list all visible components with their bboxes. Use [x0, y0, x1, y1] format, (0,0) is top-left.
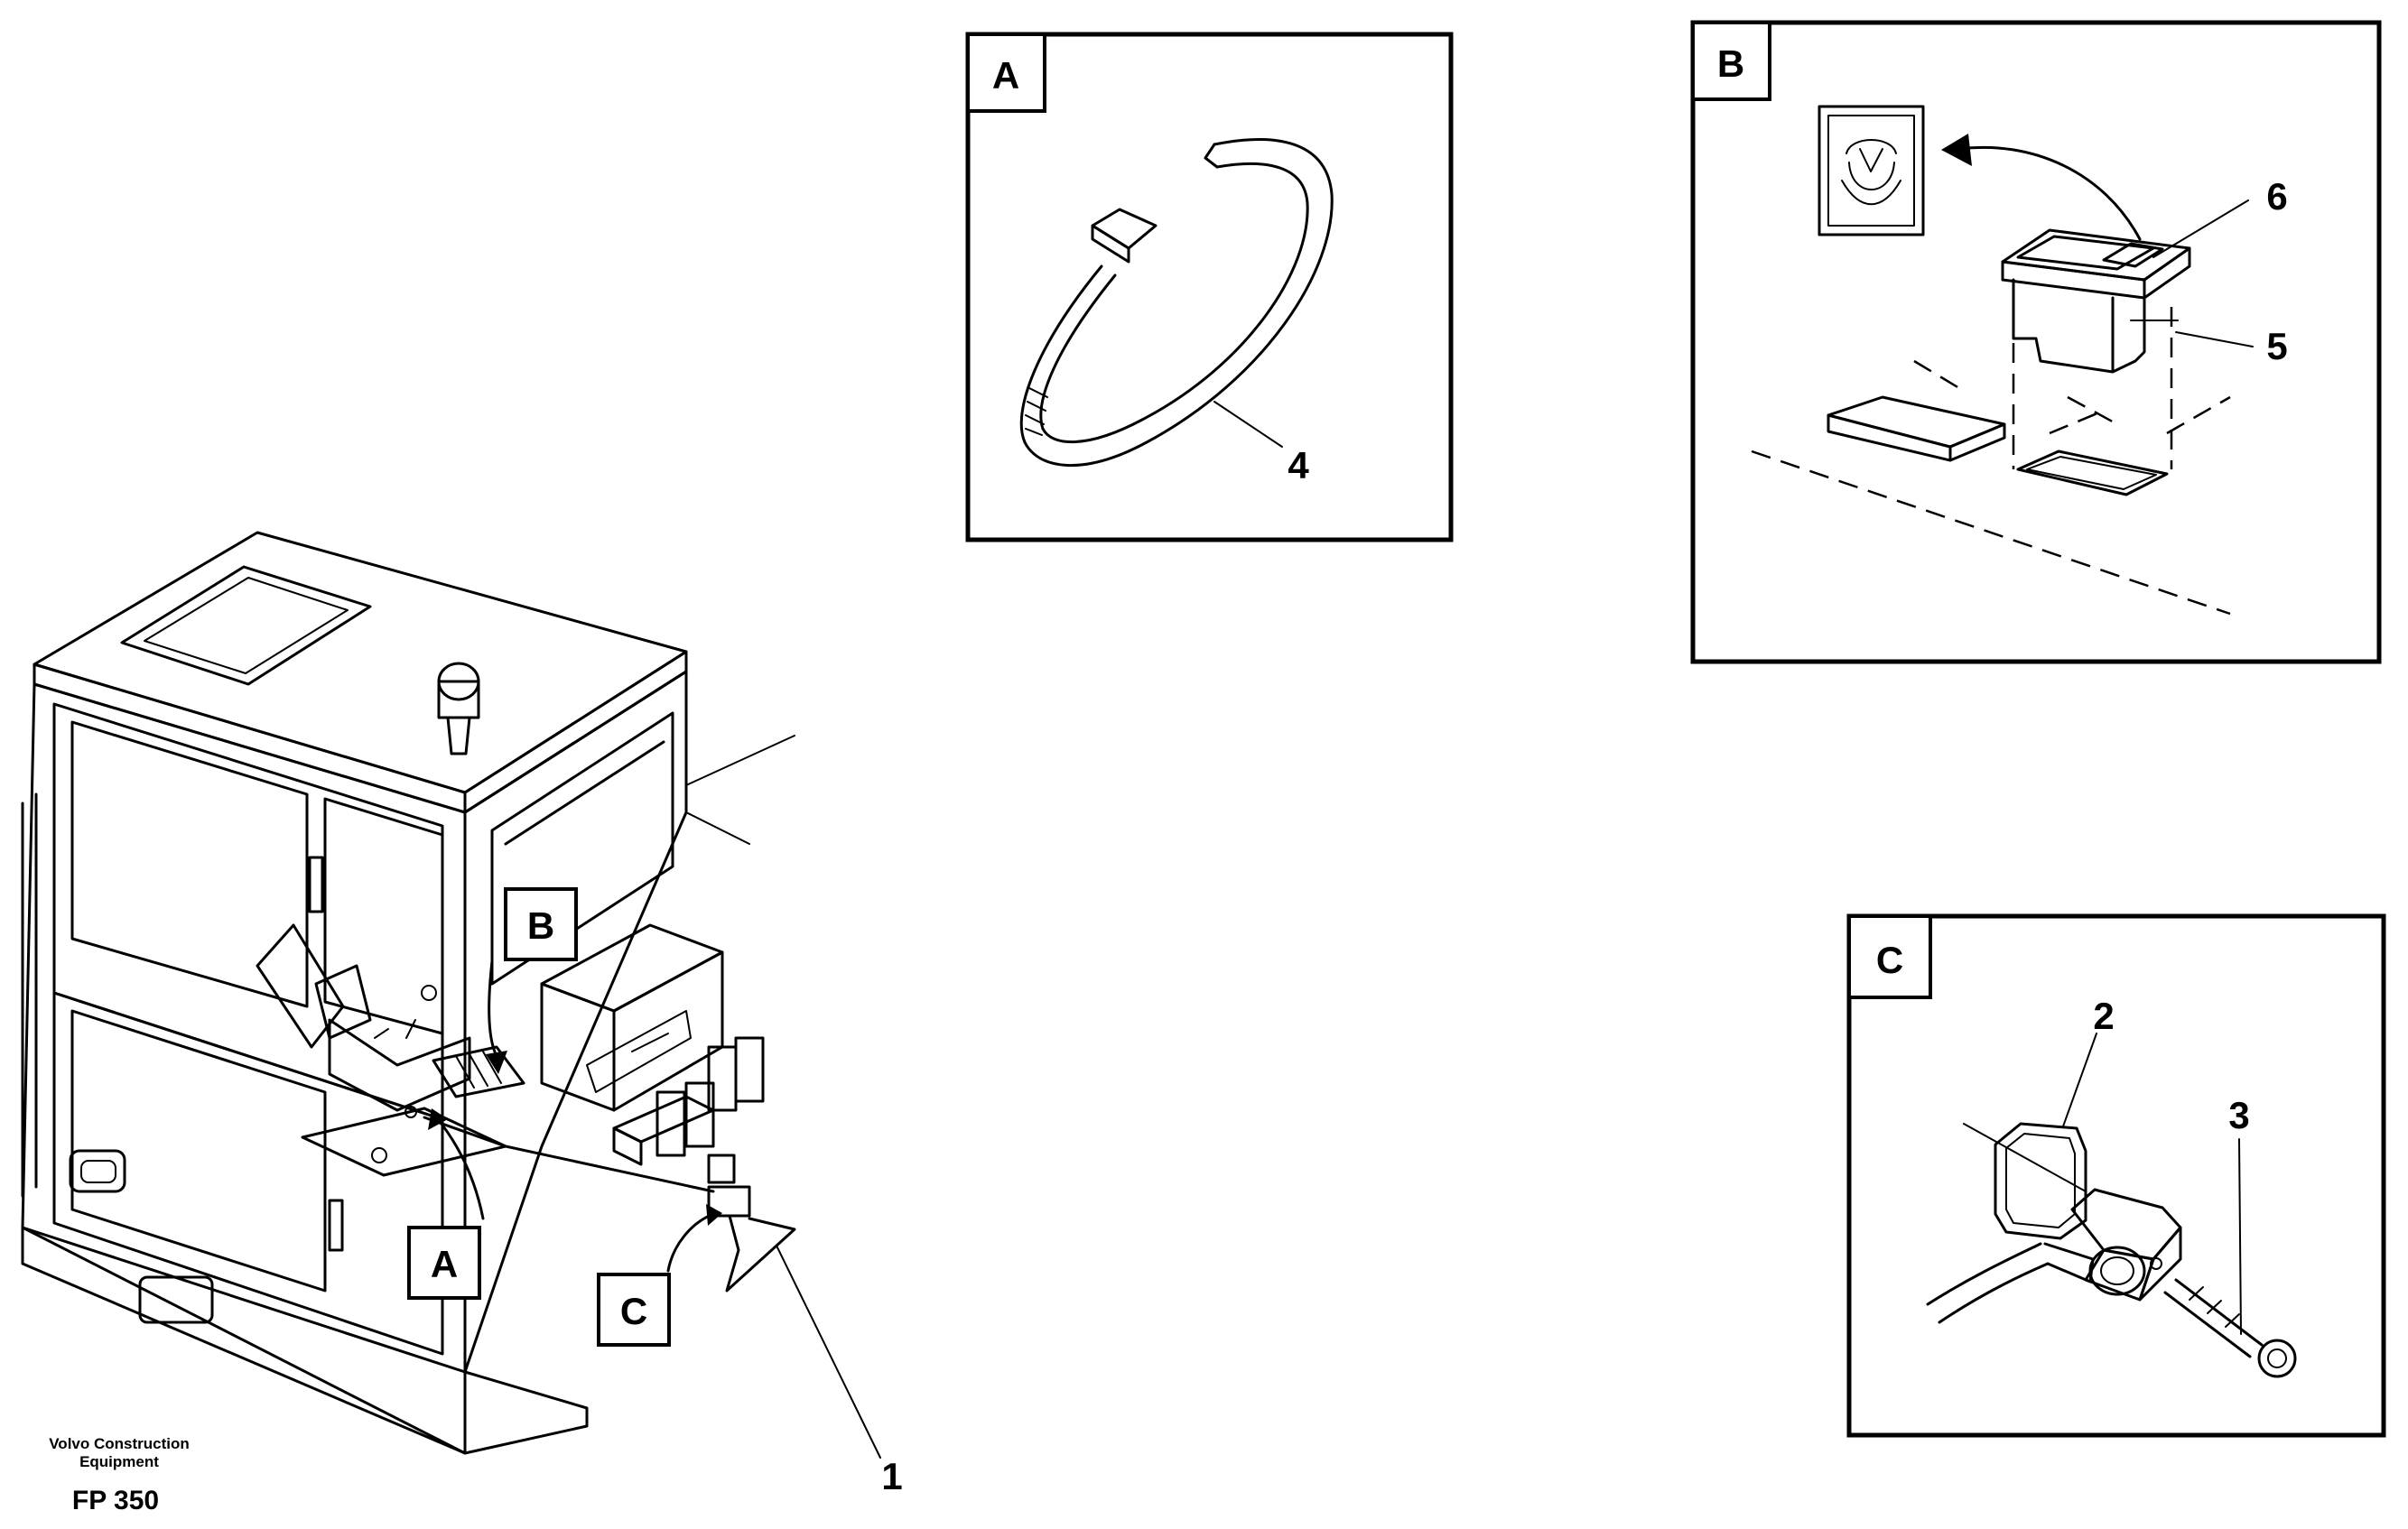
callout-tag-a: A — [407, 1226, 481, 1300]
part-number-4: 4 — [1288, 444, 1309, 486]
wiper-symbol-decal — [1818, 105, 1925, 236]
bolt — [2163, 1278, 2297, 1378]
sensor — [1926, 1188, 2182, 1324]
cable-tie — [1019, 138, 1334, 468]
figure-footer: Volvo Construction Equipment FP 350 — [49, 1435, 190, 1515]
part-number-5: 5 — [2266, 325, 2287, 367]
part-number-3: 3 — [2228, 1094, 2249, 1136]
svg-text:C: C — [1876, 939, 1903, 981]
part-number-1: 1 — [881, 1455, 902, 1497]
part-number-6: 6 — [2266, 175, 2287, 218]
relay-block — [612, 1036, 765, 1218]
maker-name-line-2: Equipment — [79, 1453, 159, 1470]
svg-text:A: A — [431, 1243, 458, 1285]
maker-name-line-1: Volvo Construction — [49, 1435, 190, 1452]
figure-code: FP 350 — [72, 1486, 159, 1515]
svg-text:C: C — [620, 1290, 647, 1332]
detail-frame-c: C 2 3 — [1846, 913, 2386, 1438]
callout-tag-c: C — [597, 1273, 671, 1347]
svg-text:B: B — [1717, 42, 1744, 85]
detail-frame-b: B — [1690, 20, 2382, 664]
part-number-2: 2 — [2093, 995, 2114, 1037]
cab-illustration — [21, 531, 796, 1455]
rocker-switch — [2001, 228, 2191, 374]
detail-frame-a: A 4 — [965, 32, 1454, 542]
callout-tag-b: B — [504, 887, 578, 961]
svg-text:A: A — [992, 54, 1019, 97]
svg-text:B: B — [527, 904, 554, 947]
beacon-lamp — [437, 662, 480, 755]
callout-arrows — [428, 959, 881, 1459]
